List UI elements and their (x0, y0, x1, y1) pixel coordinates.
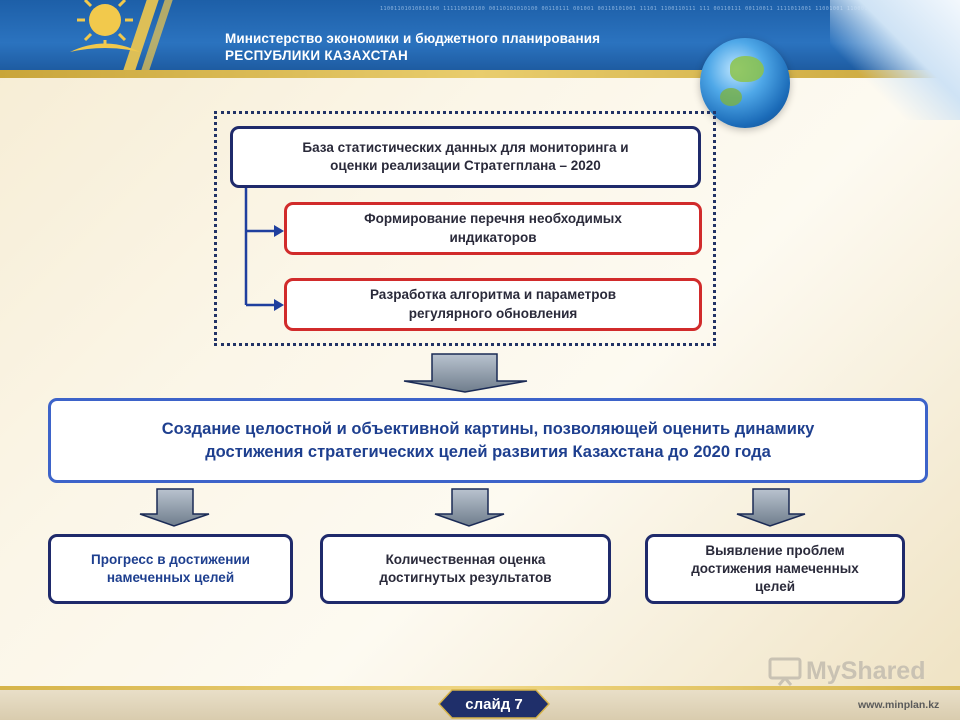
footer-gold-line (0, 686, 960, 690)
indicators-list-box: Формирование перечня необходимых индикат… (284, 202, 702, 255)
holistic-picture-box: Создание целостной и объективной картины… (48, 398, 928, 483)
holistic-picture-line2: достижения стратегических целей развития… (205, 442, 771, 461)
problem-identification-line1: Выявление проблем (705, 542, 845, 558)
problem-identification-line3: целей (754, 579, 795, 595)
algorithm-development-line2: регулярного обновления (408, 305, 578, 321)
progress-line1: Прогресс в достижении (91, 551, 250, 567)
holistic-picture-line1: Создание целостной и объективной картины… (161, 420, 815, 439)
quantitative-assessment-line2: достигнутых результатов (379, 570, 552, 585)
slide-number-badge: слайд 7 (437, 689, 551, 719)
myshared-watermark: MyShared (768, 656, 925, 686)
statistics-database-line1: База статистических данных для мониторин… (302, 139, 629, 155)
progress-line2: намеченных целей (106, 570, 235, 585)
page-curl-decoration (830, 0, 960, 120)
quantitative-assessment-box: Количественная оценка достигнутых резуль… (320, 534, 611, 604)
statistics-database-line2: оценки реализации Стратегплана – 2020 (330, 158, 601, 173)
block-arrow-down-left (139, 488, 210, 527)
progress-box: Прогресс в достижении намеченных целей (48, 534, 293, 604)
binary-code-strip: 11001101010010100 111110010100 001101010… (380, 6, 925, 12)
block-arrow-down-center (434, 488, 505, 527)
problem-identification-box: Выявление проблем достижения намеченных … (645, 534, 905, 604)
indicators-list-line2: индикаторов (449, 229, 537, 245)
algorithm-development-line1: Разработка алгоритма и параметров (369, 287, 617, 303)
ministry-title: Министерство экономики и бюджетного план… (225, 31, 601, 46)
indicators-list-line1: Формирование перечня необходимых (364, 211, 622, 227)
slide-badge-shape (437, 689, 551, 719)
header-banner: 11001101010010100 111110010100 001101010… (0, 0, 960, 78)
algorithm-development-box: Разработка алгоритма и параметров регуля… (284, 278, 702, 331)
watermark-text: MyShared (806, 656, 926, 685)
problem-identification-line2: достижения намеченных (691, 560, 859, 576)
republic-title: РЕСПУБЛИКИ КАЗАХСТАН (225, 48, 409, 63)
data-base-group-frame (214, 111, 716, 346)
block-arrow-down-main (403, 353, 528, 393)
statistics-database-box: База статистических данных для мониторин… (230, 126, 701, 188)
block-arrow-down-right (736, 488, 806, 527)
quantitative-assessment-line1: Количественная оценка (385, 551, 546, 567)
website-url: www.minplan.kz (858, 699, 940, 711)
header-gold-strip (0, 70, 960, 78)
kazakhstan-flag-sun-icon (70, 0, 173, 78)
presentation-board-icon (768, 657, 802, 686)
slide-number-label: слайд 7 (465, 695, 523, 713)
